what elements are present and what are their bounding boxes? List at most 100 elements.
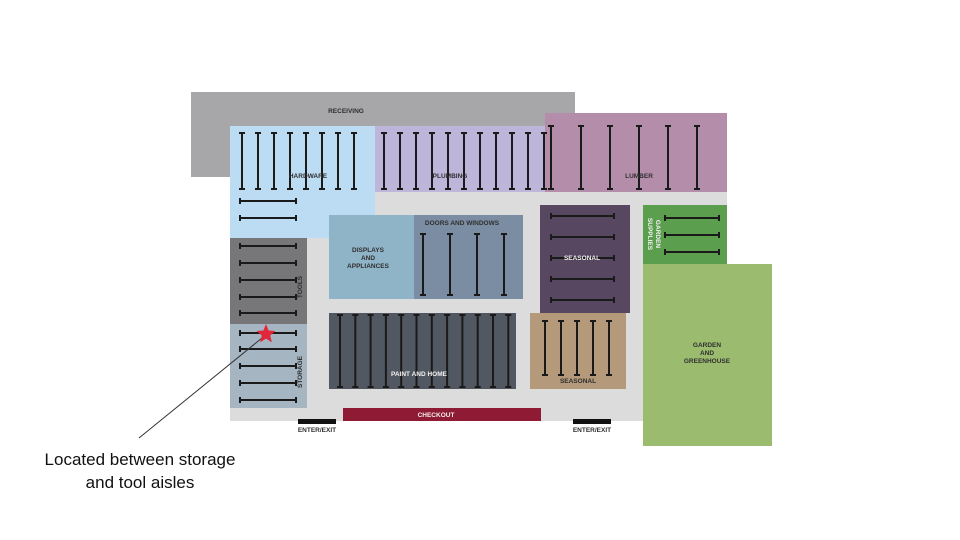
- garden-supplies-shelf: [664, 215, 720, 221]
- greenhouse-label-line3: GREENHOUSE: [684, 358, 731, 365]
- lumber-shelf: [665, 125, 671, 190]
- enter-exit-right-label: ENTER/EXIT: [573, 427, 611, 434]
- lumber-shelf: [607, 125, 613, 190]
- displays-label-line3: APPLIANCES: [347, 263, 390, 270]
- hardware-shelf: [239, 132, 245, 190]
- garden-supplies-label-line2: SUPPLIES: [646, 218, 653, 251]
- doors-windows-shelf: [420, 233, 426, 296]
- doors-windows-shelf: [474, 233, 480, 296]
- displays-appliances-zone[interactable]: [329, 215, 414, 299]
- checkout-counter[interactable]: [343, 408, 541, 421]
- tools-shelf: [239, 294, 297, 300]
- hardware-shelf: [287, 132, 293, 190]
- seasonal-lower-label: SEASONAL: [560, 378, 596, 385]
- lumber-zone[interactable]: [545, 113, 727, 192]
- greenhouse-label-line2: AND: [700, 350, 714, 357]
- seasonal-upper-shelf: [550, 213, 615, 219]
- seasonal-lower-shelf: [590, 320, 596, 376]
- seasonal-upper-shelf: [550, 255, 615, 261]
- paint-home-shelf: [398, 314, 405, 388]
- hardware-shelf: [319, 132, 325, 190]
- paint-home-label: PAINT AND HOME: [391, 371, 448, 378]
- paint-home-shelf: [352, 314, 359, 388]
- paint-home-shelf: [382, 314, 389, 388]
- paint-home-zone[interactable]: [329, 313, 516, 389]
- tools-shelf: [239, 310, 297, 316]
- entrance-left-bar: [298, 419, 336, 424]
- hardware-shelf: [255, 132, 261, 190]
- hardware-shelf: [335, 132, 341, 190]
- lumber-shelf: [578, 125, 584, 190]
- paint-home-shelf: [444, 314, 451, 388]
- seasonal-lower-shelf: [606, 320, 612, 376]
- plumbing-label: PLUMBING: [433, 173, 468, 180]
- plumbing-shelf: [477, 132, 483, 190]
- lumber-shelf: [548, 125, 554, 190]
- seasonal-upper-shelf: [550, 234, 615, 240]
- hardware-shelf: [351, 132, 357, 190]
- enter-exit-left-label: ENTER/EXIT: [298, 427, 336, 434]
- garden-supplies-label-line1: GARDEN: [654, 220, 661, 248]
- seasonal-upper-shelf: [550, 297, 615, 303]
- hardware-side-shelf: [239, 198, 297, 204]
- paint-home-shelf: [505, 314, 512, 388]
- tools-label: TOOLS: [297, 275, 304, 298]
- seasonal-upper-label: SEASONAL: [564, 255, 600, 262]
- annotation-line-2: and tool aisles: [85, 473, 195, 492]
- star-icon[interactable]: [256, 324, 276, 343]
- tools-shelf: [239, 243, 297, 249]
- doors-windows-label: DOORS AND WINDOWS: [425, 220, 500, 227]
- paint-home-shelf: [413, 314, 420, 388]
- storage-shelf: [239, 380, 297, 386]
- entrance-right-bar: [573, 419, 611, 424]
- plumbing-zone[interactable]: [375, 126, 545, 192]
- plumbing-shelf: [381, 132, 387, 190]
- hardware-shelf: [271, 132, 277, 190]
- hardware-label: HARDWARE: [289, 173, 328, 180]
- storage-label: STORAGE: [297, 355, 304, 388]
- plumbing-shelf: [429, 132, 435, 190]
- plumbing-shelf: [461, 132, 467, 190]
- annotation-line-1: Located between storage: [44, 450, 236, 469]
- receiving-label: RECEIVING: [328, 108, 364, 115]
- tools-shelf: [239, 260, 297, 266]
- tools-shelf: [239, 277, 297, 283]
- paint-home-shelf: [490, 314, 496, 388]
- lumber-shelf: [636, 125, 642, 190]
- location-annotation: Located between storage and tool aisles: [20, 448, 260, 494]
- annotation-leader-line: [138, 337, 263, 439]
- paint-home-shelf: [459, 314, 466, 388]
- displays-label-line1: DISPLAYS: [352, 247, 385, 254]
- displays-label-line2: AND: [361, 255, 375, 262]
- seasonal-lower-shelf: [542, 320, 548, 376]
- plumbing-shelf: [541, 132, 547, 190]
- seasonal-lower-shelf: [558, 320, 564, 376]
- plumbing-shelf: [445, 132, 451, 190]
- plumbing-shelf: [493, 132, 499, 190]
- paint-home-shelf: [474, 314, 481, 388]
- hardware-side-shelf: [239, 215, 297, 221]
- storage-shelf: [239, 397, 297, 403]
- plumbing-shelf: [413, 132, 419, 190]
- greenhouse-label-line1: GARDEN: [693, 342, 721, 349]
- plumbing-shelf: [525, 132, 531, 190]
- seasonal-lower-shelf: [574, 320, 580, 376]
- plumbing-shelf: [509, 132, 515, 190]
- garden-supplies-shelf: [664, 232, 720, 238]
- garden-supplies-shelf: [664, 249, 720, 255]
- lumber-shelf: [694, 125, 700, 190]
- plumbing-shelf: [397, 132, 403, 190]
- seasonal-upper-shelf: [550, 276, 615, 282]
- garden-greenhouse-zone[interactable]: [643, 264, 772, 446]
- doors-windows-shelf: [501, 233, 507, 296]
- paint-home-shelf: [428, 314, 435, 388]
- storage-shelf: [239, 346, 297, 352]
- doors-windows-shelf: [447, 233, 453, 296]
- paint-home-shelf: [337, 314, 343, 388]
- paint-home-shelf: [367, 314, 374, 388]
- doors-windows-zone[interactable]: [414, 215, 523, 299]
- storage-shelf: [239, 363, 297, 369]
- checkout-label: CHECKOUT: [418, 412, 455, 419]
- hardware-shelf: [303, 132, 309, 190]
